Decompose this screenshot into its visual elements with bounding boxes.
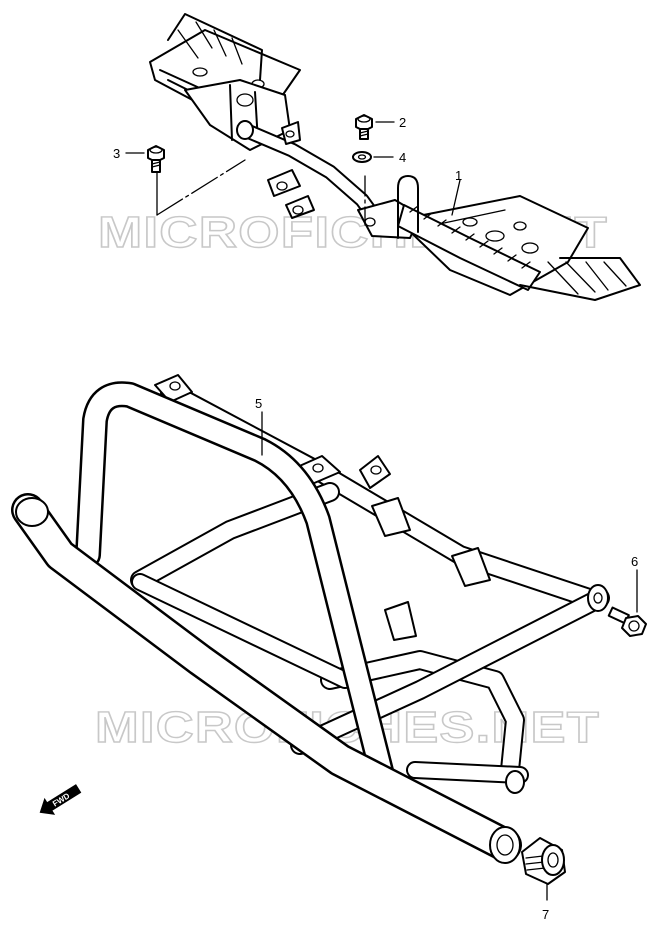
part-4-washer[interactable] xyxy=(352,151,372,163)
alignment-line xyxy=(156,159,246,216)
callout-1-leader xyxy=(451,179,461,216)
callout-2: 2 xyxy=(399,115,406,130)
fwd-direction-arrow: FWD xyxy=(39,784,82,815)
part-5-bumper-frame[interactable] xyxy=(11,374,610,864)
callout-5: 5 xyxy=(255,396,262,411)
part-6-bolt[interactable] xyxy=(607,606,647,637)
part-1-footrest-assembly[interactable] xyxy=(149,13,641,301)
part-2-bolt[interactable] xyxy=(355,114,373,140)
callout-1: 1 xyxy=(455,168,462,183)
callout-7: 7 xyxy=(542,907,549,922)
callout-3: 3 xyxy=(113,146,120,161)
part-3-bolt[interactable] xyxy=(147,145,165,173)
part-7-cap-plug[interactable] xyxy=(521,837,566,885)
callout-4: 4 xyxy=(399,150,406,165)
callout-6: 6 xyxy=(631,554,638,569)
